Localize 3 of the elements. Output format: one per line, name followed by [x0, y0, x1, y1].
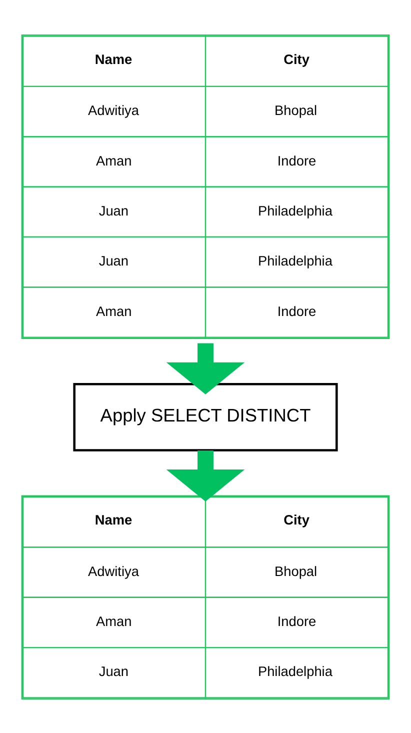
arrow: [166, 342, 245, 394]
arrow: [166, 450, 245, 501]
node-box: Apply SELECT DISTINCT: [73, 382, 338, 451]
